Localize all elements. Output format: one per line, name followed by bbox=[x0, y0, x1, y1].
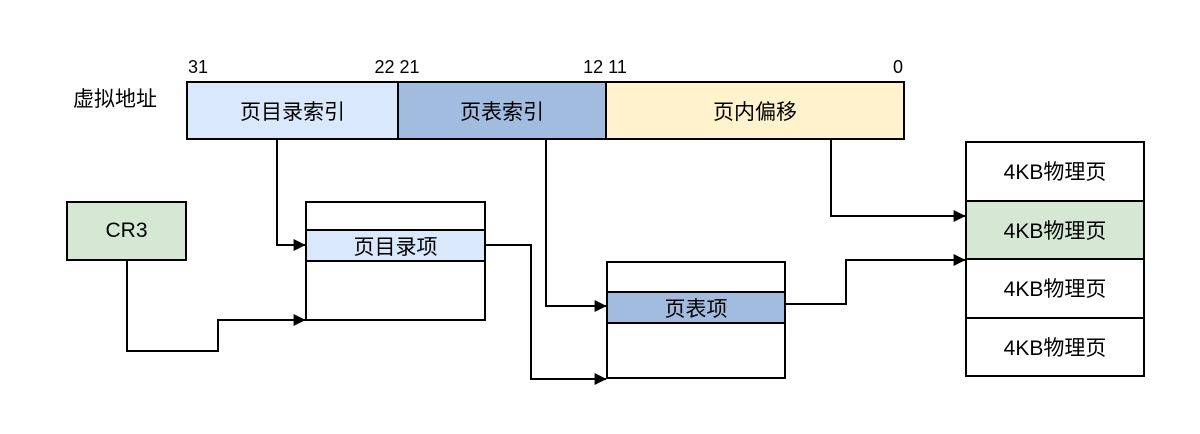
page-table-empty-row-bottom bbox=[608, 322, 784, 377]
virtual-address-bar: 页目录索引 页表索引 页内偏移 bbox=[186, 81, 905, 140]
physical-page-row: 4KB物理页 bbox=[967, 258, 1143, 317]
connector-ptindex-to-pte bbox=[545, 140, 607, 312]
va-field-page-table-index: 页表索引 bbox=[397, 83, 605, 138]
page-directory-table: 页目录项 bbox=[305, 201, 486, 321]
va-field-page-offset: 页内偏移 bbox=[605, 83, 903, 138]
connector-pdindex-to-pde bbox=[276, 140, 306, 251]
page-directory-empty-row-bottom bbox=[307, 260, 484, 319]
bit-marker-12-11: 12 11 bbox=[583, 57, 627, 77]
physical-memory-column: 4KB物理页 4KB物理页 4KB物理页 4KB物理页 bbox=[965, 141, 1145, 377]
page-table-box: 页表项 bbox=[606, 261, 786, 379]
cr3-box: CR3 bbox=[66, 201, 187, 261]
physical-page-row-highlighted: 4KB物理页 bbox=[967, 199, 1143, 258]
page-table-entry-row: 页表项 bbox=[608, 291, 784, 322]
page-directory-empty-row-top bbox=[307, 203, 484, 229]
connector-cr3-to-page-directory bbox=[126, 261, 306, 352]
page-directory-entry-row: 页目录项 bbox=[307, 229, 484, 260]
connector-pde-to-page-table bbox=[486, 244, 607, 385]
va-field-page-directory-index: 页目录索引 bbox=[188, 83, 397, 138]
bit-marker-22-21: 22 21 bbox=[374, 57, 420, 77]
physical-page-row: 4KB物理页 bbox=[967, 316, 1143, 376]
virtual-address-label: 虚拟地址 bbox=[73, 88, 157, 111]
bit-marker-0: 0 bbox=[892, 57, 903, 77]
page-table-empty-row-top bbox=[608, 263, 784, 291]
connector-offset-to-physical-page bbox=[830, 140, 966, 222]
connector-pte-to-physical-page bbox=[786, 254, 966, 305]
bit-marker-31: 31 bbox=[188, 57, 209, 77]
physical-page-row: 4KB物理页 bbox=[1003, 161, 1107, 185]
